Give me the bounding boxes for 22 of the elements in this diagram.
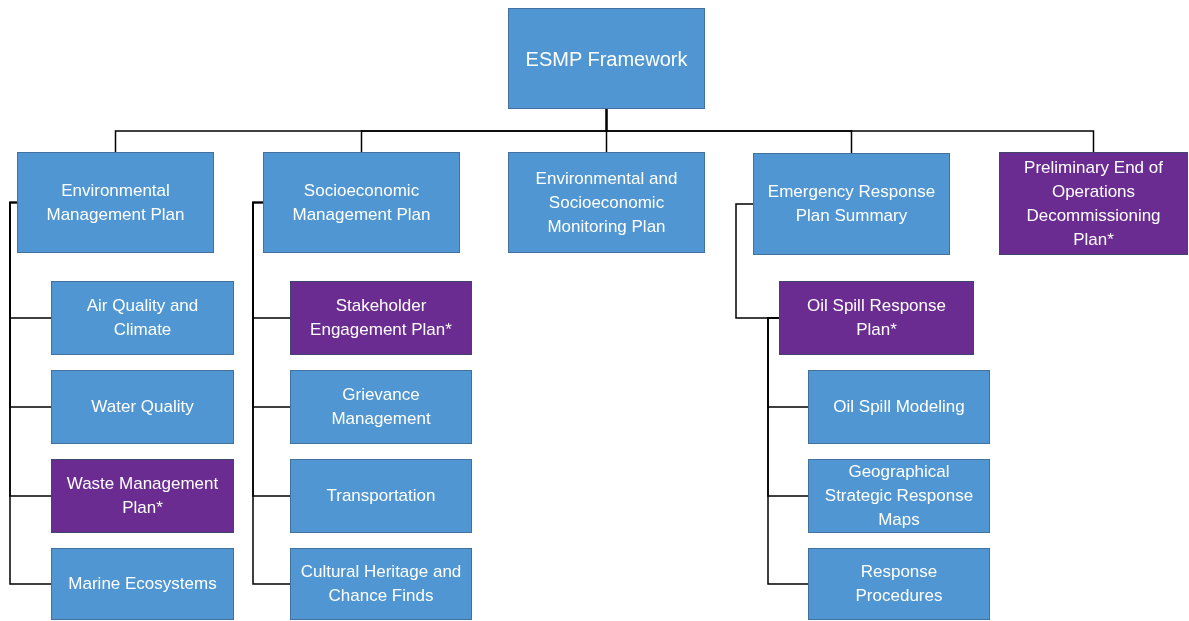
plan-box: Water Quality [51,370,234,444]
plan-box: Cultural Heritage and Chance Finds [290,548,472,620]
plan-box: Waste Management Plan* [51,459,234,533]
plan-box: Grievance Management [290,370,472,444]
plan-box: Geographical Strategic Response Maps [808,459,990,533]
connector-line [252,201,291,585]
plan-box: Air Quality and Climate [51,281,234,355]
plan-box: ESMP Framework [508,8,705,109]
plan-box: Marine Ecosystems [51,548,234,620]
plan-box: Socioeconomic Management Plan [263,152,460,253]
plan-box: Oil Spill Response Plan* [779,281,974,355]
plan-box: Environmental Management Plan [17,152,214,253]
plan-box: Emergency Response Plan Summary [753,153,950,255]
plan-box: Transportation [290,459,472,533]
connector-line [605,108,1095,153]
plan-box: Response Procedures [808,548,990,620]
plan-box: Preliminary End of Operations Decommissioning Plan* [999,152,1188,255]
plan-box: Oil Spill Modeling [808,370,990,444]
connector-line [767,317,809,585]
connector-line [9,201,52,585]
plan-box: Stakeholder Engagement Plan* [290,281,472,355]
plan-box: Environmental and Socioeconomic Monitoring Plan [508,152,705,253]
